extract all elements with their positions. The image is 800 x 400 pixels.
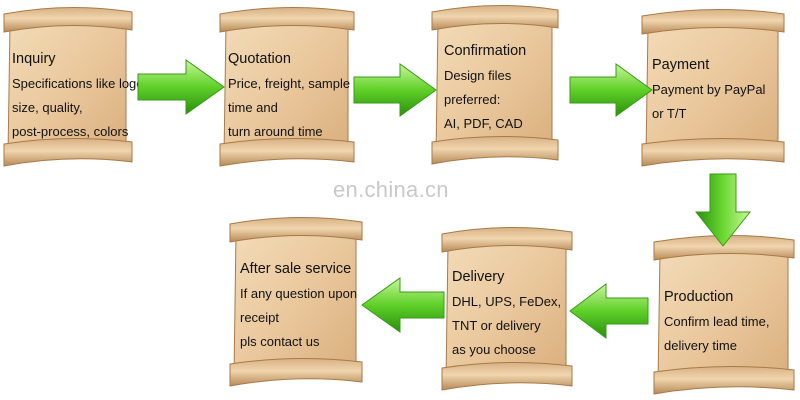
step-title: After sale service — [240, 261, 352, 277]
step-line: preferred: — [444, 92, 501, 107]
step-line: AI, PDF, CAD — [444, 116, 523, 131]
step-line: TNT or delivery — [452, 318, 541, 333]
step-title: Inquiry — [12, 51, 56, 67]
watermark: en.china.cn — [333, 177, 449, 202]
arrow-left-icon — [568, 282, 650, 340]
scroll-shape — [229, 216, 363, 387]
scroll-shape — [641, 8, 785, 167]
step-line: turn around time — [228, 124, 323, 139]
step-line: size, quality, — [12, 100, 83, 115]
step-line: Confirm lead time, — [664, 314, 770, 329]
step-line: If any question upon — [240, 286, 358, 301]
step-line: as you choose — [452, 342, 536, 357]
step-title: Quotation — [228, 51, 291, 67]
step-line: Design files — [444, 68, 512, 83]
step-production: Production Confirm lead time, delivery t… — [652, 232, 796, 398]
scroll-shape — [3, 6, 133, 167]
step-line: receipt — [240, 310, 280, 325]
scroll-shape — [441, 226, 573, 391]
step-line: post-process, colors — [12, 124, 129, 139]
step-line: delivery time — [664, 338, 737, 353]
step-quotation: Quotation Price, freight, sample time an… — [218, 4, 356, 170]
step-line: pls contact us — [240, 334, 320, 349]
step-line: time and — [228, 100, 278, 115]
step-payment: Payment Payment by PayPal or T/T — [640, 6, 786, 170]
arrow-right-icon — [568, 62, 654, 118]
step-line: Payment by PayPal — [652, 82, 766, 97]
step-line: Price, freight, sample — [228, 76, 351, 91]
step-after-sale-service: After sale service If any question upon … — [228, 214, 364, 390]
step-line: Specifications like logo — [12, 76, 144, 91]
step-title: Confirmation — [444, 43, 527, 59]
step-confirmation: Confirmation Design files preferred: AI,… — [430, 2, 560, 168]
arrow-left-icon — [360, 276, 446, 334]
arrow-right-icon — [352, 62, 438, 118]
arrow-down-icon — [694, 172, 752, 248]
scroll-shape — [653, 234, 795, 395]
scroll-shape — [431, 4, 559, 165]
arrow-right-icon — [136, 58, 226, 116]
step-line: or T/T — [652, 106, 687, 121]
step-line: DHL, UPS, FeDex, — [452, 294, 562, 309]
step-title: Delivery — [452, 269, 505, 285]
step-title: Production — [664, 289, 734, 305]
step-delivery: Delivery DHL, UPS, FeDex, TNT or deliver… — [440, 224, 574, 394]
scroll-shape — [219, 6, 355, 167]
step-inquiry: Inquiry Specifications like logo size, q… — [2, 4, 144, 170]
step-title: Payment — [652, 57, 710, 73]
